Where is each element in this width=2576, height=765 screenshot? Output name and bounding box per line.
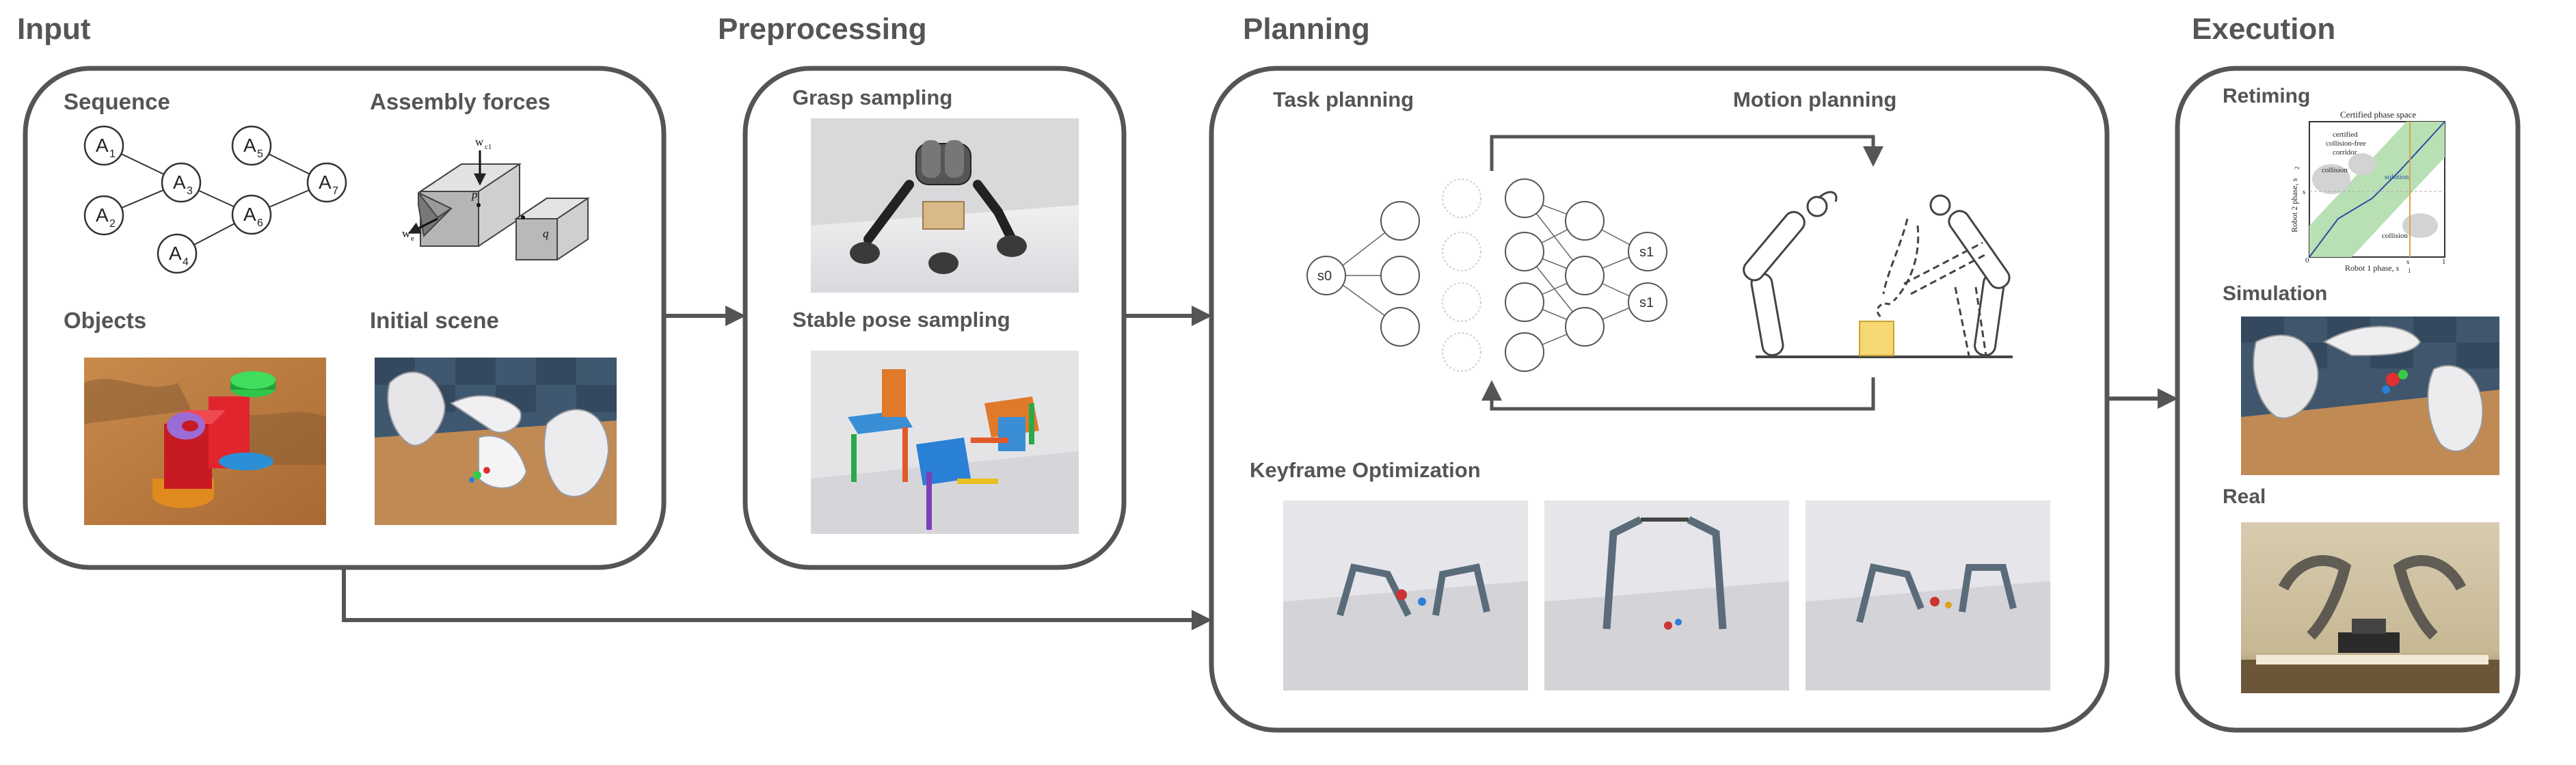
node-a1	[83, 125, 124, 166]
stage-title-planning: Planning	[1243, 12, 1370, 46]
retiming-tick-0: 0	[2305, 256, 2309, 265]
node-s0-label: s0	[1317, 269, 1332, 284]
node-a3-letter: A	[173, 172, 186, 193]
node-a1-letter: A	[96, 135, 109, 156]
stable-pose-sampling-image	[811, 351, 1079, 534]
node-s0	[1306, 256, 1346, 295]
task-planning-graph: s0 s1 s1	[1306, 178, 1667, 372]
loop-arrow-bottom	[1481, 377, 1875, 411]
grasp-sampling-image	[811, 118, 1079, 293]
keyframe-image-1	[1283, 500, 1528, 690]
node-a6-letter: A	[243, 204, 256, 225]
node-a1-sub: 1	[109, 148, 116, 160]
force-wc1-label: w	[475, 135, 484, 148]
initial-scene-image	[375, 358, 617, 525]
retiming-tick-s1: s	[2406, 258, 2409, 266]
node-s1-top	[1628, 232, 1667, 271]
objects-image	[84, 358, 326, 525]
planning-panel	[1209, 66, 2110, 733]
grasp-sampling-title: Grasp sampling	[792, 85, 953, 109]
node-a4-sub: 4	[183, 256, 189, 268]
node-a5-letter: A	[243, 135, 256, 156]
retiming-plot	[2309, 121, 2445, 258]
stage-title-execution: Execution	[2192, 12, 2336, 46]
retiming-x-axis-sub: 1	[2408, 267, 2411, 274]
node-a2	[83, 195, 124, 236]
initial-scene-title: Initial scene	[370, 308, 499, 333]
arrow-input-to-planning	[342, 569, 1212, 630]
node-s1-bottom	[1628, 282, 1667, 322]
node-a2-sub: 2	[109, 218, 116, 230]
retiming-title: Retiming	[2223, 85, 2311, 107]
node-a5	[231, 125, 272, 166]
node-a4	[157, 233, 198, 274]
retiming-collision-bottom-label: collision	[2382, 232, 2408, 240]
node-a7-sub: 7	[332, 185, 338, 197]
keyframe-image-3	[1806, 500, 2050, 690]
retiming-corridor-label-1: certified	[2333, 131, 2358, 139]
node-a6-sub: 6	[257, 217, 263, 229]
node-a4-letter: A	[169, 243, 182, 264]
retiming-plot-title: Certified phase space	[2340, 109, 2416, 120]
point-q-label: q	[543, 227, 549, 240]
motion-planning-sketch	[1743, 191, 2013, 358]
retiming-x-axis-label: Robot 1 phase, s	[2345, 263, 2400, 273]
retiming-corridor-label-2: collision-free	[2326, 139, 2366, 148]
stage-title-input: Input	[17, 12, 91, 46]
retiming-collision-top-label: collision	[2322, 166, 2348, 174]
node-a3	[161, 162, 202, 203]
simulation-title: Simulation	[2223, 282, 2328, 305]
real-image	[2241, 522, 2499, 693]
node-s1-top-label: s1	[1639, 245, 1654, 260]
retiming-y-axis-sub: 2	[2294, 167, 2300, 170]
retiming-tick-s2: s	[2303, 188, 2305, 196]
force-wc1-sub: c1	[485, 143, 492, 151]
stable-pose-sampling-title: Stable pose sampling	[792, 308, 1010, 332]
assembly-forces-title: Assembly forces	[370, 89, 551, 114]
node-a6	[231, 194, 272, 235]
retiming-tick-1: 1	[2442, 258, 2446, 266]
node-a2-letter: A	[96, 204, 109, 226]
node-a7-letter: A	[319, 172, 332, 193]
force-we-label: w	[402, 227, 411, 240]
motion-planning-title: Motion planning	[1733, 88, 1897, 111]
retiming-corridor-label-3: corridor	[2333, 148, 2357, 157]
sequence-title: Sequence	[64, 89, 170, 114]
input-panel	[23, 66, 667, 570]
assembly-forces-figure: w c1 w e p q	[402, 135, 591, 260]
node-a5-sub: 5	[257, 148, 263, 160]
objects-title: Objects	[64, 308, 147, 333]
task-planning-title: Task planning	[1273, 88, 1414, 111]
node-a7	[306, 162, 347, 203]
retiming-path-label: solution	[2385, 173, 2409, 181]
real-title: Real	[2223, 485, 2266, 508]
loop-arrow-top	[1490, 135, 1883, 171]
keyframe-image-2	[1544, 500, 1789, 690]
stage-title-preprocessing: Preprocessing	[718, 12, 927, 46]
node-a3-sub: 3	[187, 185, 193, 197]
retiming-y-axis-label: Robot 2 phase, s	[2290, 178, 2299, 232]
force-we-sub: e	[411, 234, 414, 243]
keyframe-optimization-title: Keyframe Optimization	[1250, 458, 1481, 482]
node-s1-bottom-label: s1	[1639, 295, 1654, 310]
simulation-image	[2241, 317, 2499, 475]
point-p-label: p	[471, 188, 478, 201]
